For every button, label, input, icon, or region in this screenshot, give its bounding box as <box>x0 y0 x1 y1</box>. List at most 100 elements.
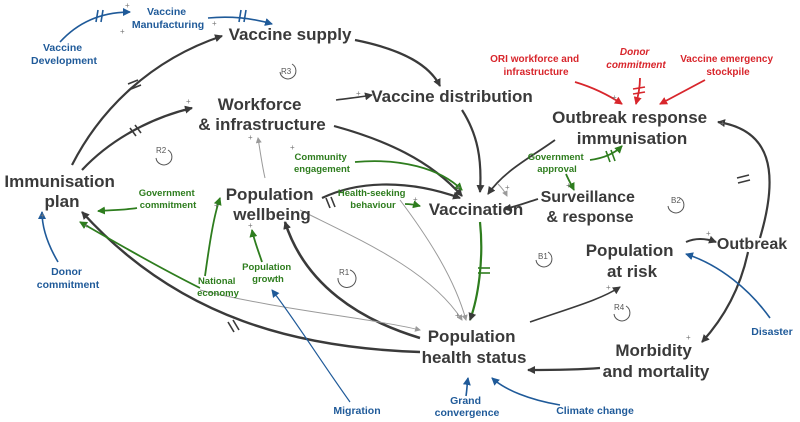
label-health-seeking: Health-seeking behaviour <box>338 188 408 211</box>
label-government-approval: Government approval <box>528 152 587 175</box>
link-distribution-to-vaccination <box>461 109 485 193</box>
node-vaccination: Vaccination <box>429 200 523 219</box>
node-outbreak-response-line1: Outbreak response <box>552 108 707 127</box>
government-factors: Government commitment Community engageme… <box>139 152 587 299</box>
delay-mark-gov-approval <box>605 149 616 163</box>
node-population-at-risk: Population at risk <box>586 241 679 281</box>
label-migration: Migration <box>333 405 380 417</box>
label-ori-workforce-line1: ORI workforce and <box>490 54 579 65</box>
loop-r4: R4 <box>613 303 631 322</box>
label-vaccine-emergency-line2: stockpile <box>706 67 750 78</box>
link-climate-to-health <box>491 377 561 406</box>
delay-mark-vaccination-health <box>478 267 490 274</box>
node-vaccine-distribution: Vaccine distribution <box>371 87 533 106</box>
causal-links <box>71 34 771 374</box>
node-immunisation-plan: Immunisation plan <box>4 172 119 211</box>
polarity-mark: + <box>566 181 571 190</box>
label-community-engagement: Community engagement <box>294 152 351 175</box>
label-population-growth-line2: growth <box>252 274 284 285</box>
polarity-mark: + <box>290 143 295 152</box>
polarity-mark: + <box>455 311 460 320</box>
delay-mark-wellbeing-vaccination <box>325 196 336 209</box>
link-donor-to-ori <box>633 77 642 105</box>
polarity-mark: + <box>456 183 461 192</box>
polarity-mark: + <box>125 1 130 10</box>
polarity-mark: + <box>356 89 361 98</box>
label-climate-change: Climate change <box>556 405 634 417</box>
link-thin-5 <box>497 183 508 197</box>
node-population-at-risk-line1: Population <box>586 241 674 260</box>
node-surveillance-line1: Surveillance <box>541 189 635 206</box>
external-links <box>38 8 771 406</box>
node-morbidity-line2: and mortality <box>603 362 710 381</box>
link-health-to-wellbeing <box>283 221 421 340</box>
label-community-engagement-line1: Community <box>295 152 348 163</box>
delay-mark-manufacturing <box>238 9 247 23</box>
node-outbreak: Outbreak <box>717 236 787 253</box>
ori-links <box>574 77 706 105</box>
polarity-mark: + <box>612 133 617 142</box>
node-population-health: Population health status <box>422 327 527 367</box>
label-health-seeking-line1: Health-seeking <box>338 188 406 199</box>
loop-r2: R2 <box>155 146 173 166</box>
polarity-mark: + <box>248 221 253 230</box>
label-vaccine-development-line2: Development <box>31 55 97 67</box>
polarity-mark: + <box>612 93 617 102</box>
label-national-economy: National economy <box>197 276 239 299</box>
node-population-wellbeing: Population wellbeing <box>226 185 319 224</box>
label-health-seeking-line2: behaviour <box>350 200 396 211</box>
link-workforce-to-vaccination <box>333 124 463 197</box>
link-disaster-to-at-risk <box>685 252 771 319</box>
polarity-mark: + <box>720 119 725 128</box>
polarity-mark: + <box>212 19 217 28</box>
link-surveillance-to-vaccination <box>503 198 539 212</box>
link-migration-to-growth <box>271 289 351 403</box>
link-ori-to-vaccination <box>487 139 556 195</box>
label-national-economy-line2: economy <box>197 288 239 299</box>
polarity-mark: + <box>413 195 418 204</box>
polarity-mark: + <box>214 201 219 210</box>
label-government-commitment-line1: Government <box>139 188 196 199</box>
label-vaccine-manufacturing-line2: Manufacturing <box>132 19 204 31</box>
polarity-mark: + <box>706 229 711 238</box>
thin-links <box>199 137 508 332</box>
node-population-health-line2: health status <box>422 348 527 367</box>
link-ori-workforce-to-ori <box>574 81 623 105</box>
delay-mark-outbreak-ori <box>736 174 751 184</box>
label-disaster: Disaster <box>751 326 792 338</box>
node-population-health-line1: Population <box>428 327 516 346</box>
loop-label-b2: B2 <box>671 196 681 205</box>
label-vaccine-development: Vaccine Development <box>31 42 97 67</box>
loop-label-r3: R3 <box>281 67 292 76</box>
node-population-at-risk-line2: at risk <box>607 262 658 281</box>
loop-b2: B2 <box>667 196 685 214</box>
link-outbreak-to-ori <box>717 119 771 239</box>
delay-marks <box>95 9 751 333</box>
link-donor-to-plan <box>38 211 59 263</box>
link-economy-to-wellbeing <box>204 197 222 277</box>
delay-mark-health-plan <box>227 319 240 333</box>
node-surveillance-line2: & response <box>546 209 633 226</box>
label-government-commitment-line2: commitment <box>140 200 197 211</box>
delay-mark-donor-ori <box>632 86 646 95</box>
loop-label-r4: R4 <box>614 303 625 312</box>
node-population-wellbeing-line1: Population <box>226 185 314 204</box>
link-wellbeing-to-vaccination <box>321 183 461 200</box>
label-grand-convergence: Grand convergence <box>435 395 500 419</box>
link-vaccination-to-health <box>468 221 483 321</box>
node-immunisation-plan-line2: plan <box>45 192 80 211</box>
label-community-engagement-line2: engagement <box>294 164 351 175</box>
node-population-wellbeing-line2: wellbeing <box>232 205 310 224</box>
loop-label-r1: R1 <box>339 268 350 277</box>
label-ori-workforce: ORI workforce and infrastructure <box>490 54 582 78</box>
polarity-marks: + + + + + + + + + + + + + + + + + + + + … <box>40 1 725 342</box>
node-workforce: Workforce & infrastructure <box>198 95 326 134</box>
label-donor-commitment-blue-line2: commitment <box>37 279 100 291</box>
label-donor-commitment-blue: Donor commitment <box>37 266 100 291</box>
label-donor-commitment-red-line2: commitment <box>606 60 666 71</box>
link-supply-to-distribution <box>354 38 441 87</box>
delay-mark-plan-supply <box>127 79 142 90</box>
link-gov-approval-to-surveillance <box>565 173 575 191</box>
node-morbidity-line1: Morbidity <box>615 341 692 360</box>
